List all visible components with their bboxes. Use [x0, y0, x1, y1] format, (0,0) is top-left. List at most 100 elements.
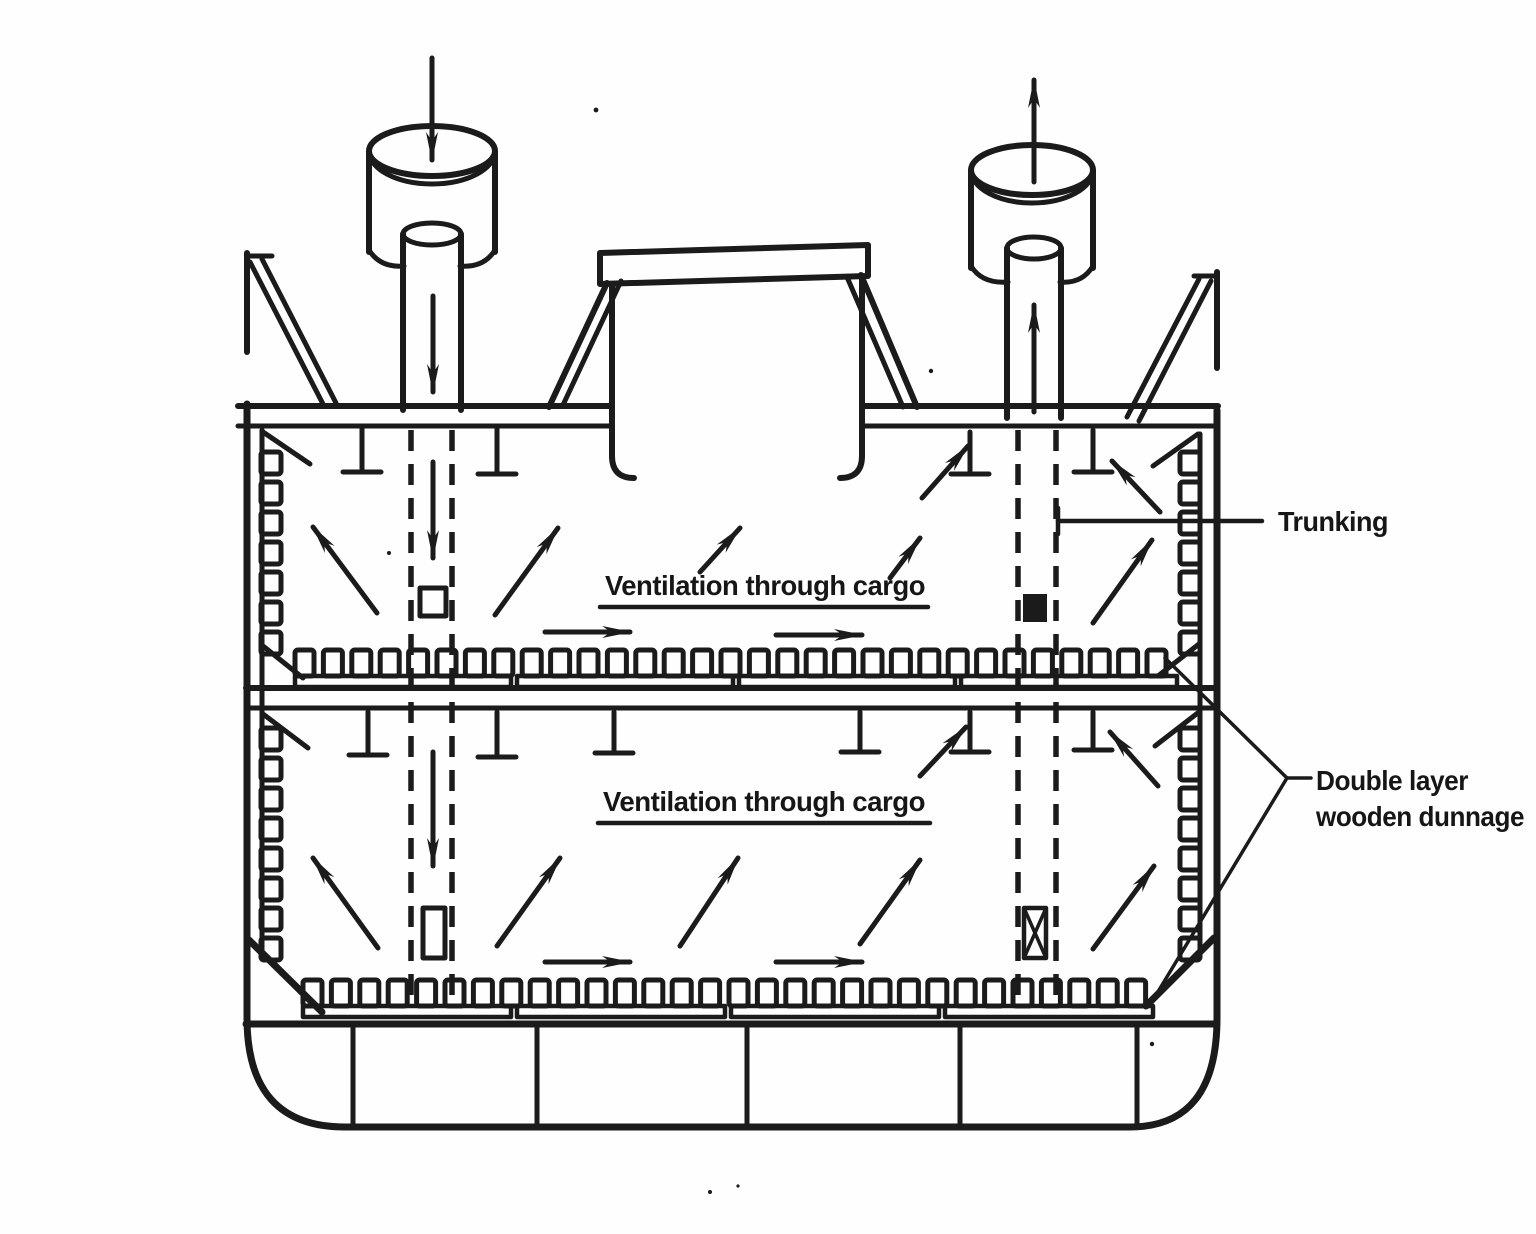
- hold-dunnage-batten: [754, 977, 779, 1009]
- label-trunking: Trunking: [1278, 506, 1388, 537]
- tween-dunnage-batten: [377, 647, 402, 679]
- left-side-batten: [258, 875, 284, 903]
- left-side-batten: [258, 935, 284, 963]
- right-trunk-neck-top: [1004, 234, 1064, 262]
- right-side-batten: [1177, 875, 1203, 903]
- hold-dunnage-batten: [925, 977, 950, 1009]
- airflow-arrow: [1109, 458, 1163, 515]
- airflow-arrow: [1107, 729, 1161, 789]
- hold-dunnage-batten: [328, 977, 353, 1009]
- tween-dunnage-plank: [292, 673, 514, 690]
- hold-dunnage-batten: [840, 977, 865, 1009]
- hold-dunnage-batten: [1124, 977, 1149, 1009]
- tween-dunnage-batten: [1087, 647, 1112, 679]
- hold-dunnage-batten: [414, 977, 439, 1009]
- tween-deck: [243, 685, 1219, 711]
- hold-dunnage-batten: [726, 977, 751, 1009]
- dunnage-layers: [258, 449, 1203, 1020]
- airflow-arrow: [697, 525, 743, 575]
- hold-dunnage-batten: [896, 977, 921, 1009]
- tween-dunnage-batten: [832, 647, 857, 679]
- airflow-arrows: [310, 55, 1163, 968]
- deck-stanchion: [948, 709, 992, 755]
- hold-dunnage-batten: [499, 977, 524, 1009]
- hold-dunnage-batten: [1095, 977, 1120, 1009]
- airflow-arrow: [492, 525, 561, 618]
- left-trunk-neck: [400, 231, 464, 413]
- tween-dunnage-plank: [736, 673, 958, 690]
- airflow-arrow: [677, 855, 741, 949]
- right-side-batten: [1177, 449, 1203, 477]
- hatch-left-strut: [546, 280, 610, 410]
- hold-dunnage-batten: [669, 977, 694, 1009]
- label-upper-ventilation: Ventilation through cargo: [605, 570, 925, 601]
- tween-dunnage-batten: [860, 647, 885, 679]
- hold-dunnage-batten: [612, 977, 637, 1009]
- left-ventilator: [366, 123, 498, 413]
- deck-stanchion: [340, 425, 384, 475]
- tween-dunnage-batten: [775, 647, 800, 679]
- hold-dunnage-batten: [982, 977, 1007, 1009]
- tween-dunnage-batten: [320, 647, 345, 679]
- left-side-batten: [258, 725, 284, 753]
- hold-dunnage-batten: [357, 977, 382, 1009]
- label-dunnage-line1: Double layer: [1316, 765, 1469, 796]
- tween-dunnage-batten: [633, 647, 658, 679]
- hull-outline-path: [243, 400, 1221, 1131]
- tween-dunnage-batten: [349, 647, 374, 679]
- hold-dunnage-batten: [811, 977, 836, 1009]
- airflow-arrow: [310, 524, 380, 616]
- right-bulwark: [1124, 269, 1220, 424]
- left-side-batten: [258, 479, 284, 507]
- label-dunnage-line2: wooden dunnage: [1315, 801, 1524, 832]
- tween-dunnage-batten: [462, 647, 487, 679]
- right-side-batten: [1177, 845, 1203, 873]
- right-coaming: [837, 273, 865, 481]
- left-side-batten: [258, 815, 284, 843]
- tween-dunnage-batten: [690, 647, 715, 679]
- hold-dunnage-batten: [698, 977, 723, 1009]
- left-side-batten: [258, 755, 284, 783]
- hold-dunnage-plank: [300, 1003, 514, 1020]
- hold-dunnage-batten: [584, 977, 609, 1009]
- left-side-batten: [258, 509, 284, 537]
- right-trunk-damper-crossed: [1021, 905, 1049, 961]
- hold-dunnage-batten: [556, 977, 581, 1009]
- left-side-batten: [258, 449, 284, 477]
- tween-dunnage-plank: [514, 673, 736, 690]
- tween-dunnage-batten: [1030, 647, 1055, 679]
- hold-dunnage-plank: [514, 1003, 728, 1020]
- tween-dunnage-batten: [746, 647, 771, 679]
- right-side-batten: [1177, 785, 1203, 813]
- airflow-arrow: [887, 535, 923, 581]
- tween-dunnage-batten: [519, 647, 544, 679]
- right-trunk-damper-closed: [1023, 594, 1047, 622]
- tween-dunnage-batten: [491, 647, 516, 679]
- right-side-batten: [1177, 479, 1203, 507]
- airflow-arrow: [917, 724, 969, 779]
- dunnage-leader: [1148, 656, 1313, 1007]
- right-side-batten: [1177, 629, 1203, 657]
- tween-dunnage-batten: [888, 647, 913, 679]
- right-side-batten: [1177, 755, 1203, 783]
- tween-dunnage-batten: [718, 647, 743, 679]
- paper-specks: [387, 107, 1155, 1194]
- hold-dunnage-batten: [1067, 977, 1092, 1009]
- tween-dunnage-batten: [803, 647, 828, 679]
- tween-dunnage-batten: [1116, 647, 1141, 679]
- deck-stanchion: [838, 709, 882, 755]
- trunk-markers: [417, 585, 1049, 961]
- left-bulwark: [244, 250, 339, 409]
- right-side-batten: [1177, 599, 1203, 627]
- right-side-batten: [1177, 569, 1203, 597]
- tween-dunnage-batten: [661, 647, 686, 679]
- tween-dunnage-batten: [974, 647, 999, 679]
- left-side-batten: [258, 599, 284, 627]
- left-side-batten: [258, 905, 284, 933]
- deck-stanchion: [475, 709, 519, 760]
- annotations: Trunking Ventilation through cargo Venti…: [595, 505, 1525, 1007]
- airflow-arrow: [857, 857, 923, 947]
- right-side-batten: [1177, 539, 1203, 567]
